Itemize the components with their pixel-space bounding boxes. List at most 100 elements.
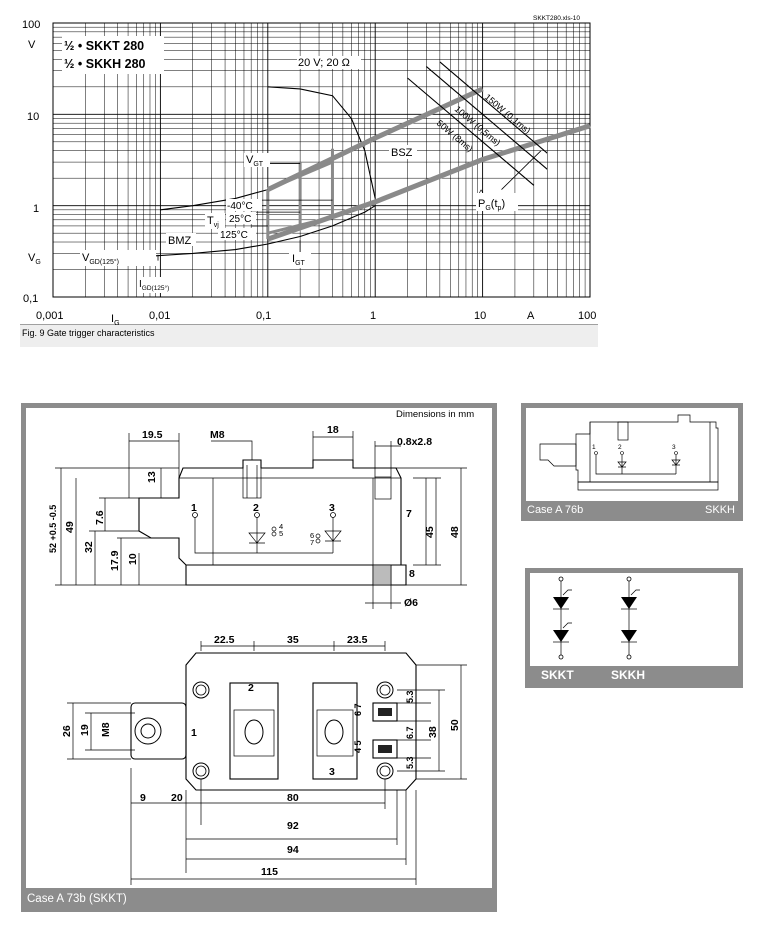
chart-source-tag: SKKT280.xls-10 xyxy=(533,15,580,22)
top-terminal-2: 2 xyxy=(248,682,254,694)
y-tick-01: 0,1 xyxy=(23,293,38,305)
dim-115: 115 xyxy=(261,866,278,878)
dim-5-3-top: 5.3 xyxy=(405,690,415,703)
case-a73b-panel: Case A 73b (SKKT) xyxy=(21,403,497,912)
side-terminal-6: 6 xyxy=(310,531,314,540)
symbol-label-skkh: SKKH xyxy=(611,668,646,682)
side-terminal-1: 1 xyxy=(191,502,197,514)
label-temp-minus40: -40°C xyxy=(227,201,253,212)
series-line-6 xyxy=(426,66,548,170)
skkh-symbol xyxy=(621,576,640,660)
dim-20: 20 xyxy=(171,792,183,804)
label-pg: PG(tp) xyxy=(478,198,505,212)
skkh-terminal-3: 3 xyxy=(672,444,676,451)
label-tvj: Tvj xyxy=(207,215,219,229)
dim-8: 8 xyxy=(409,568,415,580)
x-tick-001: 0,01 xyxy=(149,310,170,322)
dim-0-8x2-8: 0.8x2.8 xyxy=(397,436,432,448)
dim-26: 26 xyxy=(61,725,73,737)
x-tick-0001: 0,001 xyxy=(36,310,64,322)
chart-title-line1: ½ • SKKT 280 xyxy=(64,39,144,53)
series-line-4 xyxy=(266,86,484,192)
dim-18: 18 xyxy=(327,424,339,436)
case-a76b-drawing-area xyxy=(526,408,738,501)
y-tick-100: 100 xyxy=(22,19,40,31)
label-bsz: BSZ xyxy=(391,147,413,159)
dim-49: 49 xyxy=(64,521,76,533)
label-temp-125: 125°C xyxy=(220,230,248,241)
skkh-terminal-2: 2 xyxy=(618,444,622,451)
chart-plot xyxy=(149,61,591,261)
chart-title-line2: ½ • SKKH 280 xyxy=(64,57,146,71)
y-tick-1: 1 xyxy=(33,203,39,215)
dim-m8-top: M8 xyxy=(210,429,225,441)
dim-dia6: Ø6 xyxy=(404,597,418,609)
series-line-0 xyxy=(267,86,376,199)
case-a76b-type: SKKH xyxy=(705,504,735,516)
dim-19-5: 19.5 xyxy=(142,429,163,441)
y-unit-label: V xyxy=(28,39,36,51)
skkh-terminal-1: 1 xyxy=(592,444,596,451)
case-a73b-drawing-area xyxy=(26,408,492,888)
dim-38: 38 xyxy=(427,726,439,738)
case-a76b-caption: Case A 76b xyxy=(527,504,584,516)
series-line-7 xyxy=(407,77,535,186)
annotation-arrow-6 xyxy=(501,150,542,190)
dim-92: 92 xyxy=(287,820,299,832)
skkt-symbol xyxy=(553,576,572,660)
dim-94: 94 xyxy=(287,844,299,856)
dim-m8-bottom: M8 xyxy=(100,722,112,737)
symbol-label-skkt: SKKT xyxy=(541,668,574,682)
x-tick-1: 1 xyxy=(370,310,376,322)
case-a73b-caption: Case A 73b (SKKT) xyxy=(27,893,127,905)
x-tick-10: 10 xyxy=(474,310,486,322)
label-bmz: BMZ xyxy=(168,235,192,247)
x-unit-label: A xyxy=(527,310,535,322)
side-terminal-4: 4 xyxy=(279,522,283,531)
pin-label-45: 4 5 xyxy=(353,740,363,753)
trigger-window-top xyxy=(267,160,334,191)
dim-32: 32 xyxy=(83,541,95,553)
label-vgd: VGD(125°) xyxy=(82,252,119,266)
symbols-drawing-area xyxy=(530,573,738,666)
dim-9: 9 xyxy=(140,792,146,804)
label-igt: IGT xyxy=(292,253,306,267)
dimensions-title: Dimensions in mm xyxy=(396,409,474,420)
pin-label-67: 6 7 xyxy=(353,703,363,716)
y-tick-10: 10 xyxy=(27,111,39,123)
dim-48: 48 xyxy=(449,526,461,538)
circuit-symbols xyxy=(553,576,640,660)
dim-5-3-bottom: 5.3 xyxy=(405,756,415,769)
side-view: 1 2 4 5 3 6 7 19.5 M8 18 0.8x2.8 13 52 +… xyxy=(48,424,467,609)
label-temp-25: 25°C xyxy=(229,214,251,225)
plot-frame xyxy=(52,22,591,298)
series-line-5 xyxy=(439,61,548,154)
x-tick-100: 100 xyxy=(578,310,596,322)
dim-7: 7 xyxy=(406,508,412,520)
series-line-2 xyxy=(160,189,268,211)
dim-45: 45 xyxy=(424,526,436,538)
label-20v-20ohm: 20 V; 20 Ω xyxy=(298,57,350,69)
case-a76b-panel: Case A 76b SKKH xyxy=(521,403,743,521)
label-pg-hat: ^ xyxy=(479,188,484,198)
dim-6-7: 6.7 xyxy=(405,726,415,739)
side-terminal-3: 3 xyxy=(329,502,335,514)
dim-52: 52 +0.5 -0.5 xyxy=(48,505,58,553)
dim-13: 13 xyxy=(146,471,158,483)
x-tick-01: 0,1 xyxy=(256,310,271,322)
series-line-1 xyxy=(149,205,376,257)
dim-80: 80 xyxy=(287,792,299,804)
top-terminal-3: 3 xyxy=(329,766,335,778)
dim-17-9: 17.9 xyxy=(109,550,121,571)
dimension-drawing: Dimensions in mm 1 2 4 5 3 6 7 xyxy=(48,409,474,885)
top-view: 2 1 3 6 7 4 5 22.5 35 23.5 26 19 M8 5.3 … xyxy=(61,634,467,885)
side-terminal-7: 7 xyxy=(310,538,314,547)
label-vgt: VGT xyxy=(246,154,264,168)
case-a76b-drawing: 1 2 3 xyxy=(539,414,719,491)
gate-trigger-chart: SKKT280.xls-10 100 V 10 1 VG 0,1 0,001 I… xyxy=(20,15,598,347)
dim-7-6: 7.6 xyxy=(94,510,106,525)
label-igd: IGD(125°) xyxy=(139,279,169,292)
x-symbol-label: IG xyxy=(111,313,120,327)
dim-22-5: 22.5 xyxy=(214,634,235,646)
dim-10: 10 xyxy=(127,553,139,565)
